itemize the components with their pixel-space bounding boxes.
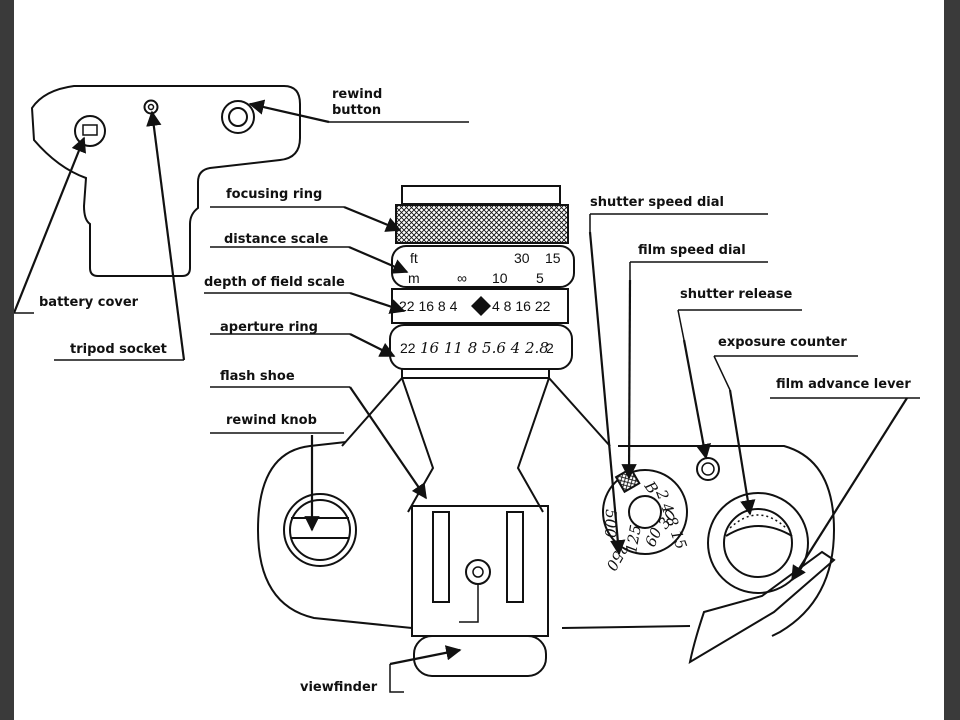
camera-top-view: B 2 4 8 15 500 250 125 60 30: [256, 377, 836, 677]
aperture-last: 2: [546, 340, 554, 356]
label-dof-scale: depth of field scale: [204, 275, 345, 290]
dof-index-diamond: [471, 296, 491, 316]
shutter-speed-dial: [602, 469, 688, 555]
aperture-hand: 16 11 8 5.6 4 2.8: [420, 339, 549, 357]
dof-right: 4 8 16 22: [492, 298, 551, 314]
label-rewind: rewind: [332, 87, 382, 102]
dist-m: m: [408, 270, 420, 286]
shutter-release-button: [696, 457, 720, 481]
dist-m-10: 10: [492, 270, 508, 286]
label-flash-shoe: flash shoe: [220, 369, 295, 384]
label-button: button: [332, 103, 381, 118]
label-battery-cover: battery cover: [39, 295, 139, 310]
dist-ft-15: 15: [545, 250, 561, 266]
dist-inf: ∞: [457, 270, 467, 286]
diagram-canvas: ft 30 15 m ∞ 10 5 22 16 8 4 4 8 16 22 22…: [14, 0, 944, 720]
battery-cover-icon: [74, 115, 106, 147]
label-shutter-release: shutter release: [680, 287, 792, 302]
callout-labels: rewind button focusing ring distance sca…: [39, 87, 911, 695]
label-exposure-counter: exposure counter: [718, 335, 847, 350]
label-distance-scale: distance scale: [224, 232, 328, 247]
rewind-button-icon: [221, 100, 255, 134]
viewfinder-eyepiece: [413, 635, 547, 677]
film-advance-knob: [707, 492, 809, 594]
label-film-speed-dial: film speed dial: [638, 243, 746, 258]
label-focusing-ring: focusing ring: [226, 187, 322, 202]
label-aperture-ring: aperture ring: [220, 320, 318, 335]
label-tripod-socket: tripod socket: [70, 342, 167, 357]
aperture-first: 22: [400, 340, 416, 356]
label-rewind-knob: rewind knob: [226, 413, 317, 428]
dist-m-5: 5: [536, 270, 544, 286]
leader-lines: [14, 99, 920, 693]
camera-diagram: ft 30 15 m ∞ 10 5 22 16 8 4 4 8 16 22 22…: [14, 85, 920, 695]
lens-assembly: ft 30 15 m ∞ 10 5 22 16 8 4 4 8 16 22 22…: [389, 185, 575, 379]
tripod-socket-icon: [143, 99, 159, 115]
label-shutter-speed-dial: shutter speed dial: [590, 195, 724, 210]
dist-ft: ft: [410, 250, 418, 266]
shutter-125: 125: [622, 523, 645, 554]
film-speed-window: [614, 467, 641, 494]
label-viewfinder: viewfinder: [300, 680, 378, 695]
focusing-ring-knurl: [395, 204, 569, 244]
dof-left: 22 16 8 4: [399, 298, 458, 314]
film-advance-lever: [688, 550, 836, 665]
dist-ft-30: 30: [514, 250, 530, 266]
rewind-knob: [283, 493, 357, 567]
camera-bottom-view: [30, 85, 301, 277]
label-film-advance-lever: film advance lever: [776, 377, 911, 392]
